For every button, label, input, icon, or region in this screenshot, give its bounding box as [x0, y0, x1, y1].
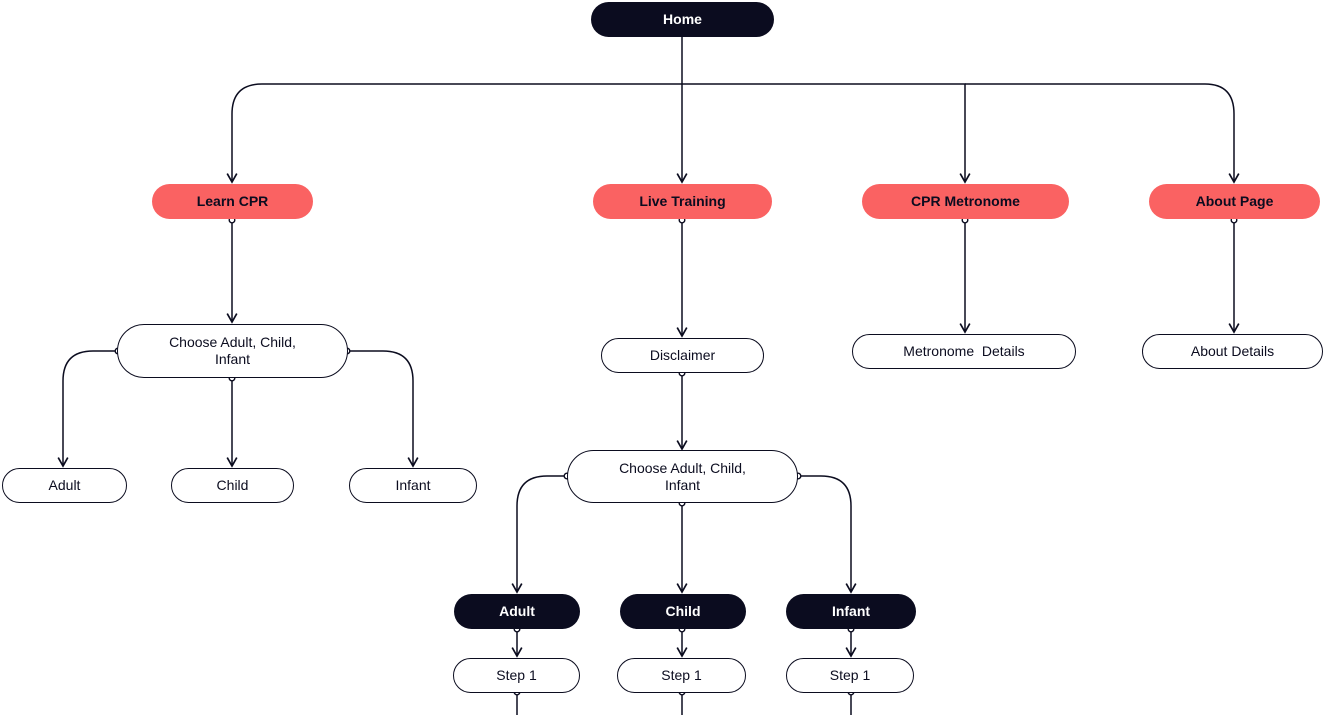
edge-live-choose-infant — [798, 475, 857, 594]
learn-cpr-label: Learn CPR — [196, 193, 269, 209]
live-infant-node[interactable]: Infant — [786, 594, 916, 629]
home-node[interactable]: Home — [591, 2, 774, 37]
learn-child-node[interactable]: Child — [171, 468, 294, 503]
about-page-label: About Page — [1195, 193, 1274, 209]
cpr-metronome-label: CPR Metronome — [911, 193, 1020, 209]
live-infant-label: Infant — [831, 603, 871, 619]
child-step1-node[interactable]: Step 1 — [617, 658, 746, 693]
disclaimer-label: Disclaimer — [649, 347, 716, 363]
live-child-label: Child — [665, 603, 701, 619]
infant-step1-label: Step 1 — [829, 667, 871, 683]
live-child-node[interactable]: Child — [620, 594, 746, 629]
child-step1-label: Step 1 — [661, 667, 702, 683]
learn-infant-label: Infant — [395, 477, 431, 493]
home-label: Home — [663, 11, 702, 27]
metronome-details-label: Metronome Details — [903, 343, 1025, 359]
metronome-details-node[interactable]: Metronome Details — [852, 334, 1076, 369]
disclaimer-node[interactable]: Disclaimer — [601, 338, 764, 373]
live-training-node[interactable]: Live Training — [593, 184, 772, 219]
edge-learn-choose-infant — [347, 350, 419, 468]
learn-cpr-node[interactable]: Learn CPR — [152, 184, 313, 219]
live-adult-node[interactable]: Adult — [454, 594, 580, 629]
live-adult-label: Adult — [499, 603, 535, 619]
about-details-label: About Details — [1190, 343, 1275, 359]
edge-home-learn-cpr — [226, 83, 682, 184]
edge-learn-choose-adult — [57, 350, 118, 468]
cpr-metronome-node[interactable]: CPR Metronome — [862, 184, 1069, 219]
live-choose-label: Choose Adult, Child, Infant — [619, 459, 746, 493]
learn-choose-label: Choose Adult, Child, Infant — [169, 334, 296, 367]
adult-step1-label: Step 1 — [496, 667, 537, 683]
learn-child-label: Child — [216, 477, 249, 493]
about-details-node[interactable]: About Details — [1142, 334, 1323, 369]
live-training-label: Live Training — [639, 193, 726, 209]
learn-infant-node[interactable]: Infant — [349, 468, 477, 503]
learn-adult-node[interactable]: Adult — [2, 468, 127, 503]
about-page-node[interactable]: About Page — [1149, 184, 1320, 219]
edge-home-about-page — [965, 83, 1240, 184]
learn-choose-node[interactable]: Choose Adult, Child, Infant — [117, 324, 348, 378]
infant-step1-node[interactable]: Step 1 — [786, 658, 914, 693]
learn-adult-label: Adult — [48, 477, 81, 493]
edge-home-cpr-metronome — [682, 83, 971, 184]
adult-step1-node[interactable]: Step 1 — [453, 658, 580, 693]
edge-live-choose-adult — [511, 475, 567, 594]
live-choose-node[interactable]: Choose Adult, Child, Infant — [567, 450, 798, 503]
